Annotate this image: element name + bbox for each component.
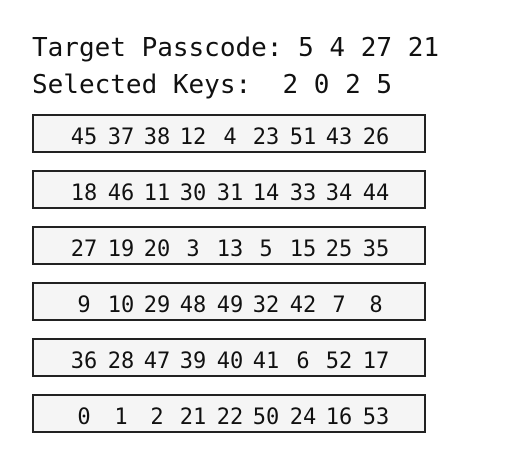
target-passcode-value-1: 5	[298, 33, 314, 63]
key-button[interactable]: 7	[332, 293, 346, 318]
selected-key-value-2: 0	[313, 70, 330, 100]
key-button[interactable]: 14	[252, 181, 280, 206]
key-button[interactable]: 2	[150, 405, 164, 430]
keypad-row-3: 27 19 20 3 13 5 15 25 35	[32, 226, 426, 265]
key-button[interactable]: 51	[289, 125, 317, 150]
key-button[interactable]: 12	[179, 125, 207, 150]
key-button[interactable]: 21	[179, 405, 207, 430]
key-button[interactable]: 1	[114, 405, 128, 430]
key-button[interactable]: 39	[179, 349, 207, 374]
key-button[interactable]: 16	[325, 405, 353, 430]
key-button[interactable]: 37	[107, 125, 135, 150]
key-button[interactable]: 20	[143, 237, 171, 262]
key-button[interactable]: 3	[186, 237, 200, 262]
key-button[interactable]: 35	[362, 237, 390, 262]
keypad-row-2: 18 46 11 30 31 14 33 34 44	[32, 170, 426, 209]
key-button[interactable]: 31	[216, 181, 244, 206]
key-button[interactable]: 45	[70, 125, 98, 150]
selected-keys-label: Selected Keys:	[32, 70, 252, 100]
selected-key-value-1: 2	[282, 70, 299, 100]
key-button[interactable]: 46	[107, 181, 135, 206]
key-button[interactable]: 28	[107, 349, 135, 374]
key-button[interactable]: 43	[325, 125, 353, 150]
target-passcode-value-2: 4	[329, 33, 346, 63]
key-button[interactable]: 50	[252, 405, 280, 430]
key-button[interactable]: 47	[143, 349, 171, 374]
key-button[interactable]: 27	[70, 237, 98, 262]
key-button[interactable]: 30	[179, 181, 207, 206]
key-button[interactable]: 11	[143, 181, 171, 206]
key-button[interactable]: 44	[362, 181, 390, 206]
key-button[interactable]: 38	[143, 125, 171, 150]
key-button[interactable]: 4	[223, 125, 237, 150]
keypad-row-5: 36 28 47 39 40 41 6 52 17	[32, 338, 426, 377]
key-button[interactable]: 52	[325, 349, 353, 374]
key-button[interactable]: 18	[70, 181, 98, 206]
target-passcode-value-4: 21	[407, 33, 440, 63]
key-button[interactable]: 0	[77, 405, 91, 430]
key-button[interactable]: 40	[216, 349, 244, 374]
selected-key-value-4: 5	[376, 70, 393, 100]
key-button[interactable]: 49	[216, 293, 244, 318]
key-button[interactable]: 17	[362, 349, 390, 374]
key-button[interactable]: 53	[362, 405, 390, 430]
target-passcode-line: Target Passcode: 5 4 27 21	[32, 33, 439, 63]
target-passcode-label: Target Passcode:	[32, 33, 283, 63]
target-passcode-value-3: 27	[360, 33, 393, 63]
key-button[interactable]: 41	[252, 349, 280, 374]
selected-keys-line: Selected Keys: 2 0 2 5	[32, 70, 392, 100]
key-button[interactable]: 9	[77, 293, 91, 318]
key-button[interactable]: 10	[107, 293, 135, 318]
key-button[interactable]: 5	[259, 237, 273, 262]
key-button[interactable]: 33	[289, 181, 317, 206]
key-button[interactable]: 29	[143, 293, 171, 318]
key-button[interactable]: 34	[325, 181, 353, 206]
key-button[interactable]: 15	[289, 237, 317, 262]
key-button[interactable]: 36	[70, 349, 98, 374]
key-button[interactable]: 48	[179, 293, 207, 318]
key-button[interactable]: 23	[252, 125, 280, 150]
key-button[interactable]: 25	[325, 237, 353, 262]
key-button[interactable]: 22	[216, 405, 244, 430]
key-button[interactable]: 8	[369, 293, 383, 318]
key-button[interactable]: 6	[296, 349, 310, 374]
key-button[interactable]: 13	[216, 237, 244, 262]
key-button[interactable]: 19	[107, 237, 135, 262]
key-button[interactable]: 24	[289, 405, 317, 430]
selected-key-value-3: 2	[345, 70, 361, 100]
keypad-row-1: 45 37 38 12 4 23 51 43 26	[32, 114, 426, 153]
key-button[interactable]: 42	[289, 293, 317, 318]
key-button[interactable]: 26	[362, 125, 390, 150]
key-button[interactable]: 32	[252, 293, 280, 318]
